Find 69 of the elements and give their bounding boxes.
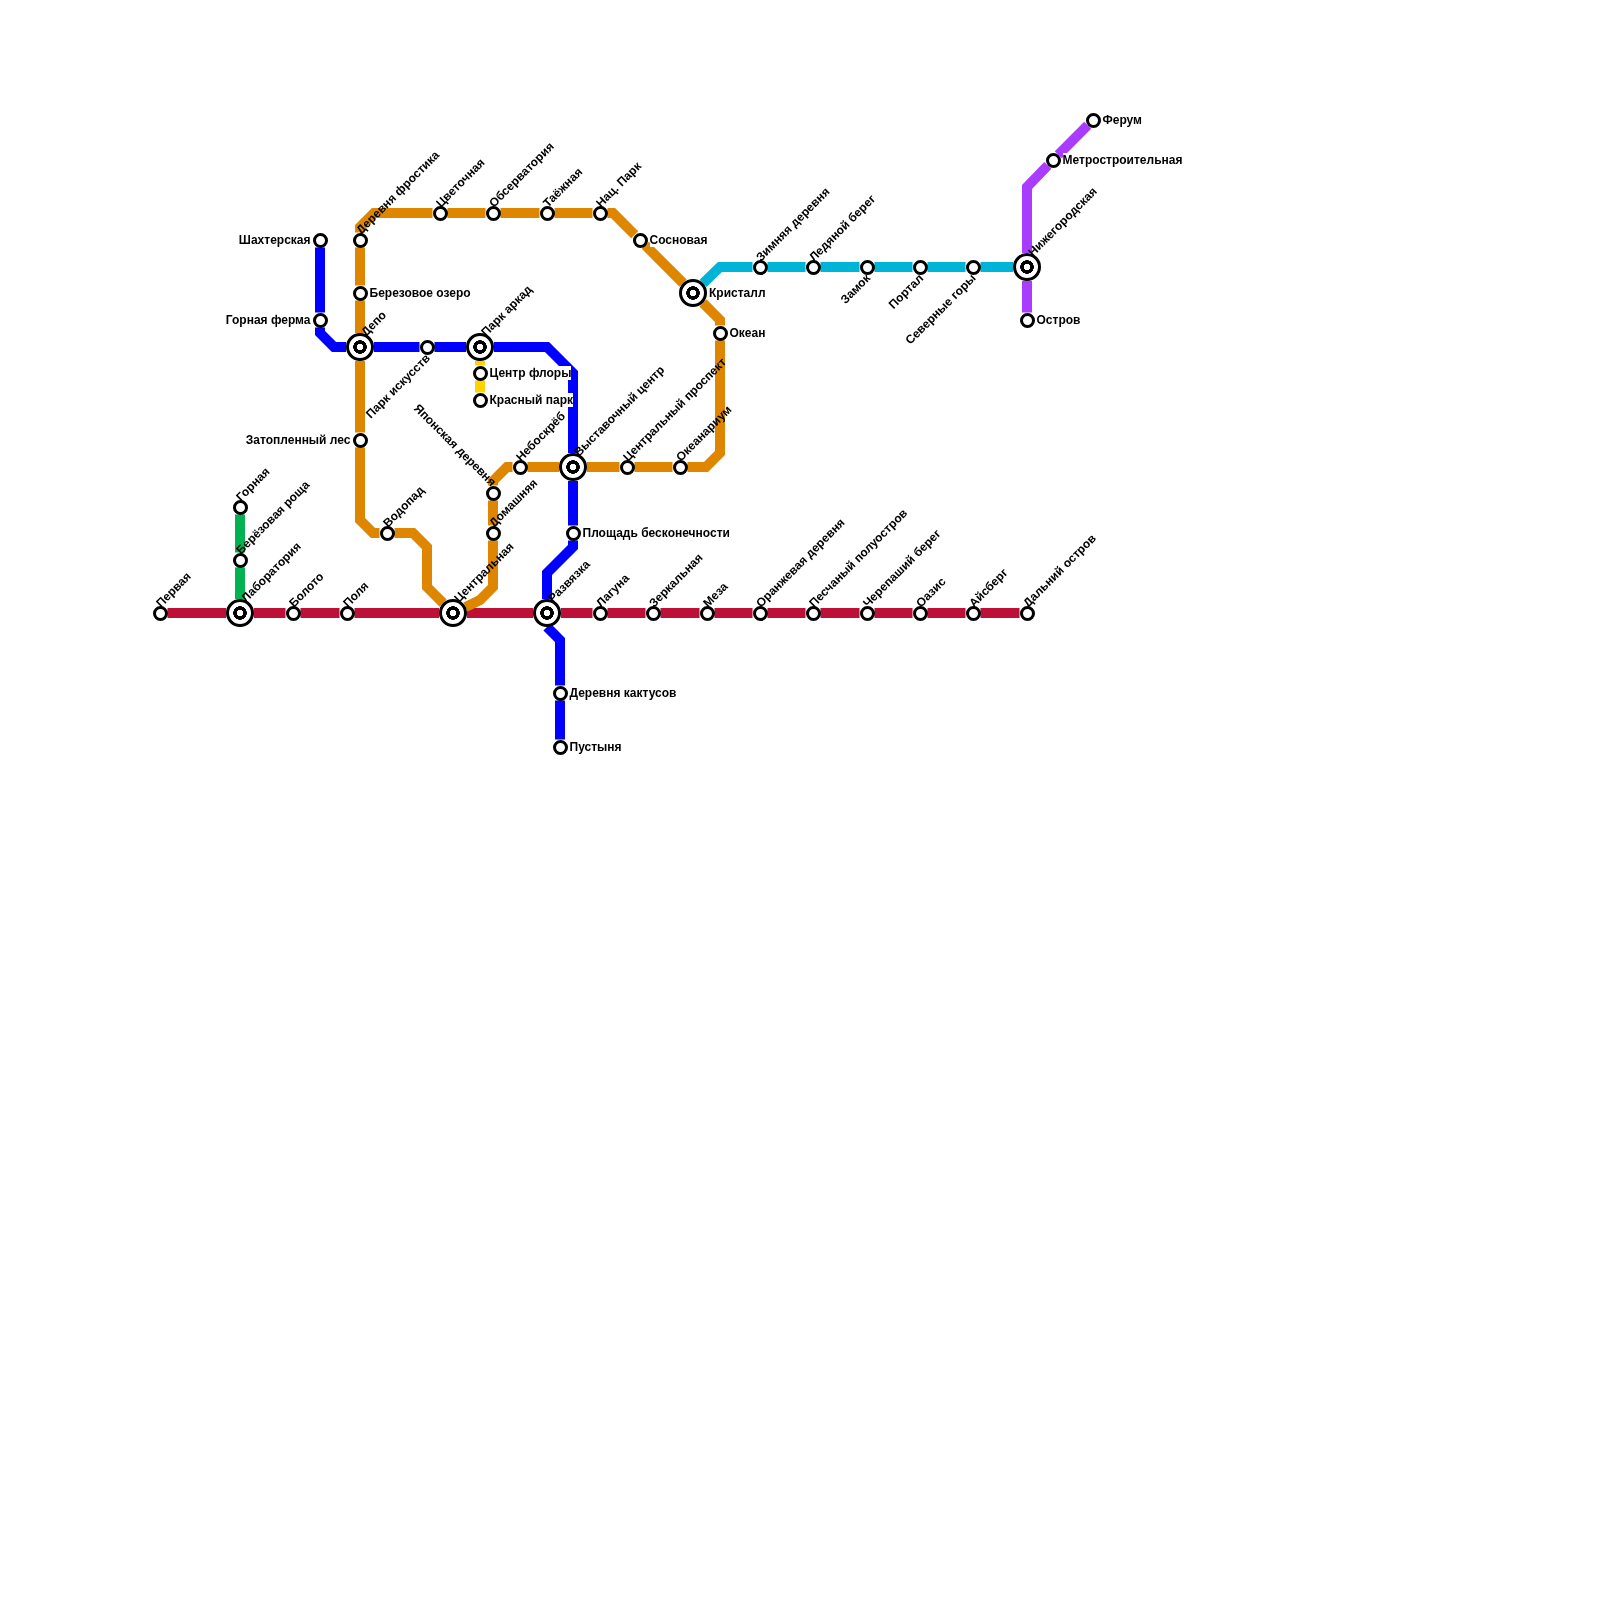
metro-line	[607, 608, 646, 618]
metro-line	[467, 608, 533, 618]
metro-line	[767, 608, 806, 618]
station-label: Сосновая	[649, 233, 708, 247]
station-label: Горная ферма	[225, 313, 311, 327]
station-label: Пустыня	[569, 740, 622, 754]
metro-line	[687, 340, 725, 472]
metro-line	[500, 208, 540, 218]
metro-line	[714, 608, 753, 618]
metro-line	[555, 700, 565, 740]
metro-line	[820, 262, 860, 272]
metro-line	[355, 361, 365, 433]
metro-line	[488, 500, 498, 526]
metro-line	[488, 462, 513, 486]
metro-line	[315, 327, 346, 352]
metro-line	[660, 608, 700, 618]
metro-line	[1022, 281, 1032, 313]
metro-line	[374, 342, 420, 352]
station-label: Остров	[1036, 313, 1081, 327]
metro-line	[527, 462, 559, 472]
metro-line	[494, 342, 578, 453]
station-label: Деревня кактусов	[569, 686, 677, 700]
metro-line	[767, 262, 806, 272]
metro-line	[554, 208, 593, 218]
metro-line	[235, 567, 245, 599]
station-label: Кристалл	[709, 286, 766, 300]
station-label: Ферум	[1102, 113, 1142, 127]
metro-line	[447, 208, 486, 218]
metro-line	[874, 262, 913, 272]
metro-line	[980, 608, 1020, 618]
metro-line	[235, 514, 245, 553]
metro-line	[300, 608, 340, 618]
metro-line	[434, 342, 466, 352]
metro-line	[568, 481, 578, 526]
metro-line	[355, 300, 365, 333]
station-label: Березовое озеро	[369, 286, 471, 300]
metro-line	[315, 247, 325, 313]
station-label: Океан	[729, 326, 766, 340]
metro-line	[463, 540, 498, 612]
metro-line	[874, 608, 913, 618]
metro-line	[1022, 161, 1052, 253]
station-label: Затопленный лес	[245, 433, 351, 447]
metro-line	[699, 299, 725, 326]
metro-line	[475, 361, 485, 366]
metro-line	[927, 608, 966, 618]
metro-line	[634, 462, 673, 472]
station-label: Метростроительная	[1062, 153, 1183, 167]
metro-line	[699, 262, 753, 287]
metro-line	[561, 608, 593, 618]
metro-line	[475, 380, 485, 393]
metro-line	[641, 241, 687, 287]
metro-line	[820, 608, 860, 618]
metro-line	[394, 528, 447, 607]
station-label: Красный парк	[489, 393, 573, 407]
metro-line	[355, 247, 365, 286]
metro-line	[355, 208, 433, 233]
metro-line	[1054, 121, 1092, 159]
metro-line	[980, 262, 1013, 272]
station-label: Шахтерская	[238, 233, 311, 247]
metro-line	[542, 540, 578, 599]
metro-line	[167, 608, 226, 618]
metro-line	[927, 262, 966, 272]
station-label: Площадь бесконечности	[582, 526, 730, 540]
metro-line	[254, 608, 286, 618]
metro-line	[607, 208, 639, 239]
metro-line	[587, 462, 620, 472]
metro-line	[354, 608, 439, 618]
metro-line	[355, 447, 380, 538]
station-label: Центр флоры	[489, 366, 572, 380]
